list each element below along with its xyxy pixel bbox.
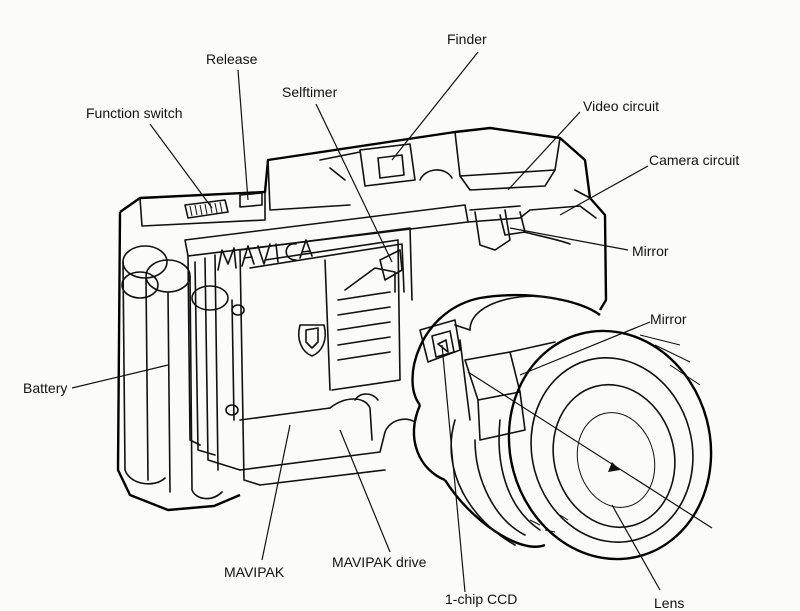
camera-body	[116, 126, 608, 512]
battery-pack	[121, 245, 229, 500]
label-release: Release	[206, 51, 258, 67]
axis-arrow	[608, 462, 620, 472]
finder-housing	[319, 143, 453, 187]
label-mirror-upper: Mirror	[632, 243, 669, 259]
label-function-switch: Function switch	[86, 105, 182, 121]
label-lens: Lens	[654, 595, 684, 611]
label-mirror-lower: Mirror	[650, 311, 687, 327]
lens-barrel	[411, 293, 713, 561]
mavica-logo	[217, 239, 313, 271]
label-mavipak-drive: MAVIPAK drive	[332, 554, 427, 570]
ccd-assembly	[419, 319, 471, 421]
label-video-circuit: Video circuit	[583, 98, 659, 114]
label-battery: Battery	[23, 380, 67, 396]
center-chassis	[264, 239, 403, 391]
leader-lines	[71, 51, 661, 593]
label-selftimer: Selftimer	[282, 84, 338, 100]
lens-mirror-block	[464, 341, 556, 441]
label-finder: Finder	[447, 31, 487, 47]
optical-axis	[467, 371, 713, 529]
label-camera-circuit: Camera circuit	[649, 152, 739, 168]
circuit-boards	[184, 204, 597, 486]
lower-chassis	[225, 299, 416, 486]
label-mavipak: MAVIPAK	[224, 564, 285, 580]
function-switch-dial	[184, 192, 263, 219]
label-ccd: 1-chip CCD	[445, 591, 517, 607]
